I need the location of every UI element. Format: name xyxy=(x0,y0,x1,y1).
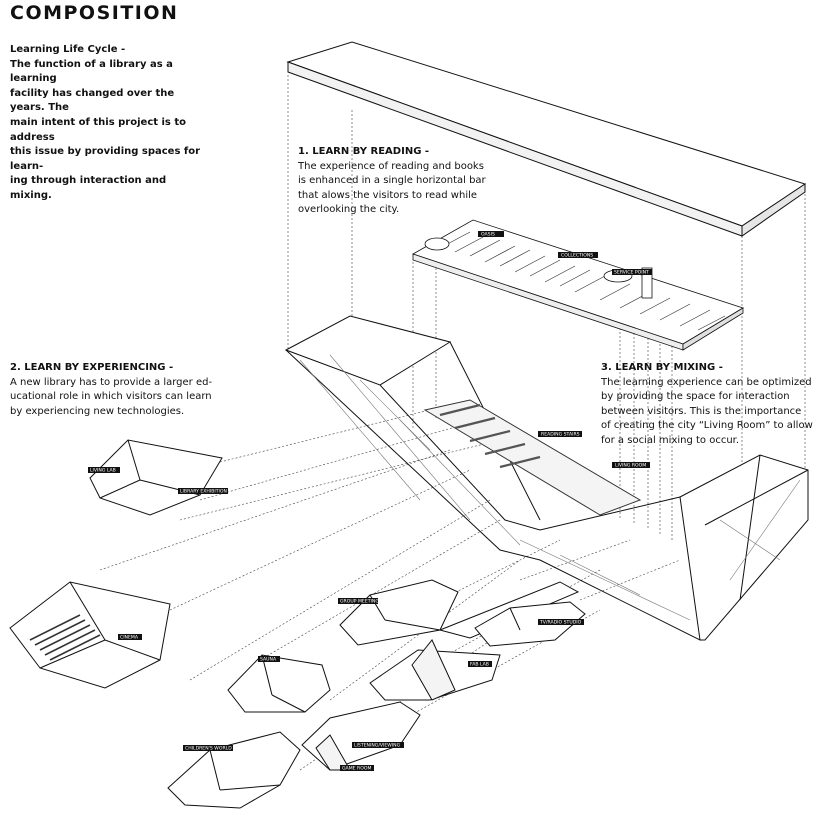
space-label-living-lab: LIVING LAB xyxy=(88,467,120,474)
sauna-pod xyxy=(227,654,331,713)
label-library-exhibition-text: LIBRARY EXHIBITION xyxy=(180,489,227,495)
label-listening-viewing-text: LISTENING/VIEWING xyxy=(354,743,401,749)
mixing-text-block: 3. LEARN BY MIXING - The learning experi… xyxy=(601,361,813,449)
space-label-collections: COLLECTIONS xyxy=(558,252,598,259)
label-oasis-text: OASIS xyxy=(481,232,495,238)
page-title: COMPOSITION xyxy=(10,2,179,24)
living-lab-pod xyxy=(89,439,223,516)
experiencing-text-block: 2. LEARN BY EXPERIENCING - A new library… xyxy=(10,361,220,419)
experiencing-body: A new library has to provide a larger ed… xyxy=(10,376,213,417)
label-sauna-text: SAUNA xyxy=(260,657,277,663)
label-service-point-text: SERVICE POINT xyxy=(614,270,649,276)
fab-lab-pod xyxy=(369,639,501,701)
reading-text-block: 1. LEARN BY READING - The experience of … xyxy=(298,145,498,218)
intro-heading: Learning Life Cycle - xyxy=(10,44,126,55)
label-living-room-text: LIVING ROOM xyxy=(615,463,646,469)
label-living-lab-text: LIVING LAB xyxy=(90,468,116,474)
tv-radio-studio-pod xyxy=(474,601,586,647)
experiencing-heading: 2. LEARN BY EXPERIENCING - xyxy=(10,362,174,373)
reading-heading: 1. LEARN BY READING - xyxy=(298,146,430,157)
space-label-library-exhibition: LIBRARY EXHIBITION xyxy=(178,488,228,495)
label-cinema-text: CINEMA xyxy=(120,635,139,641)
label-collections-text: COLLECTIONS xyxy=(561,253,593,259)
label-reading-stairs-text: READING STAIRS xyxy=(541,432,580,438)
space-label-childrens-world: CHILDREN'S WORLD xyxy=(183,745,233,752)
group-meeting-pod xyxy=(339,579,459,646)
space-label-tv-radio-studio: TV/RADIO STUDIO xyxy=(538,619,584,626)
mixing-heading: 3. LEARN BY MIXING - xyxy=(601,362,723,373)
projection-lines xyxy=(99,75,806,771)
space-label-living-room: LIVING ROOM xyxy=(612,462,650,469)
space-label-service-point: SERVICE POINT xyxy=(612,269,652,276)
intro-text-block: Learning Life Cycle - The function of a … xyxy=(10,43,210,204)
space-label-reading-stairs: READING STAIRS xyxy=(538,431,582,438)
space-label-listening-viewing: LISTENING/VIEWING xyxy=(352,742,404,749)
listening-viewing-pod xyxy=(301,701,421,771)
cinema-pod xyxy=(9,581,171,689)
intro-body: The function of a library as a learning … xyxy=(10,58,201,201)
space-label-sauna: SAUNA xyxy=(258,656,280,663)
space-label-cinema: CINEMA xyxy=(118,634,142,641)
main-building-mass xyxy=(284,315,809,641)
label-group-meeting-text: GROUP MEETING xyxy=(340,599,379,605)
mixing-body: The learning experience can be optimized… xyxy=(601,376,813,446)
reading-floor-plate xyxy=(412,219,744,351)
space-label-fab-lab: FAB LAB xyxy=(468,661,492,668)
label-childrens-world-text: CHILDREN'S WORLD xyxy=(185,746,232,752)
roof-slab xyxy=(286,41,807,237)
label-game-room-text: GAME ROOM xyxy=(342,766,371,772)
childrens-world-pod xyxy=(167,731,301,809)
space-label-oasis: OASIS xyxy=(478,231,504,238)
label-fab-lab-text: FAB LAB xyxy=(470,662,489,668)
label-tv-radio-studio-text: TV/RADIO STUDIO xyxy=(539,620,582,626)
reading-body: The experience of reading and books is e… xyxy=(298,160,486,216)
space-label-group-meeting: GROUP MEETING xyxy=(338,598,379,605)
space-label-game-room: GAME ROOM xyxy=(340,765,374,772)
